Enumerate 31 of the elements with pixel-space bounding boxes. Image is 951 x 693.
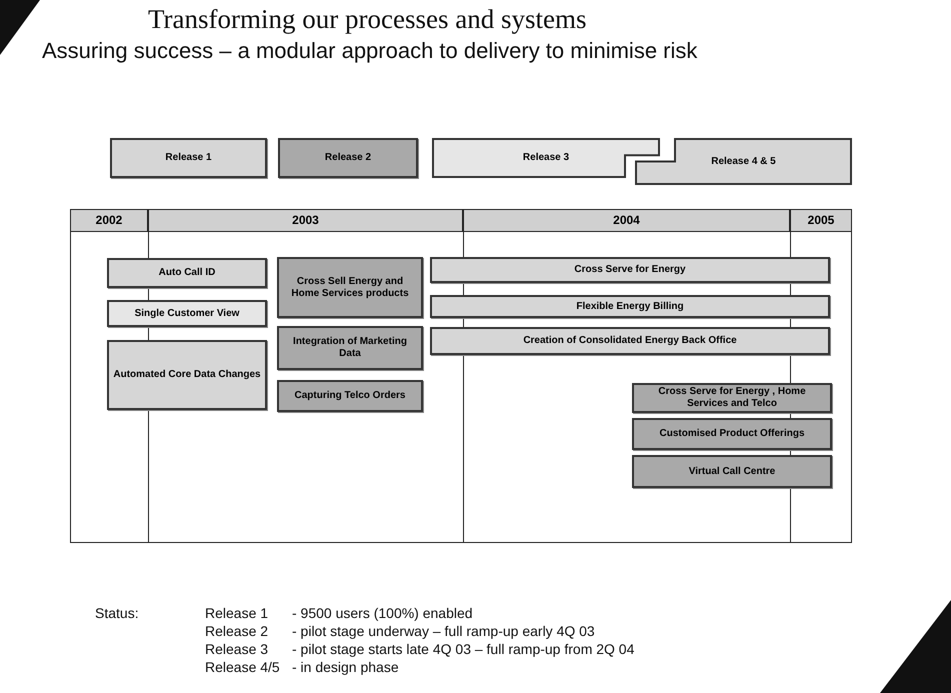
release-box: Release 4 & 5 <box>635 138 852 185</box>
release-name: Release 4/5 <box>205 659 280 675</box>
year-header: 2004 <box>463 209 790 232</box>
task-box: Capturing Telco Orders <box>277 380 423 412</box>
task-box: Auto Call ID <box>107 258 267 288</box>
task-box: Automated Core Data Changes <box>107 340 267 410</box>
year-header: 2002 <box>70 209 148 232</box>
year-header: 2005 <box>790 209 852 232</box>
status-note: - 9500 users (100%) enabled <box>292 605 473 621</box>
release-box: Release 3 <box>432 138 660 178</box>
status-note: - in design phase <box>292 659 399 675</box>
task-box: Customised Product Offerings <box>632 418 832 450</box>
release-name: Release 1 <box>205 605 268 621</box>
release-box: Release 2 <box>278 138 418 178</box>
task-box: Cross Sell Energy and Home Services products <box>277 257 423 318</box>
status-note: - pilot stage underway – full ramp-up early 4Q 03 <box>292 623 595 639</box>
slide-title: Transforming our processes and systems <box>148 4 586 35</box>
status-note: - pilot stage starts late 4Q 03 – full ramp-up from 2Q 04 <box>292 641 634 657</box>
task-box: Cross Serve for Energy <box>430 257 830 283</box>
task-box: Virtual Call Centre <box>632 455 832 488</box>
release-box: Release 1 <box>110 138 267 178</box>
task-box: Integration of Marketing Data <box>277 326 423 370</box>
release-name: Release 3 <box>205 641 268 657</box>
task-box: Flexible Energy Billing <box>430 295 830 318</box>
slide-subtitle: Assuring success – a modular approach to delivery to minimise risk <box>42 38 698 64</box>
task-box: Single Customer View <box>107 300 267 327</box>
status-heading: Status: <box>95 605 139 621</box>
year-header: 2003 <box>148 209 463 232</box>
release-name: Release 2 <box>205 623 268 639</box>
task-box: Cross Serve for Energy , Home Services and Telco <box>632 383 832 413</box>
task-box: Creation of Consolidated Energy Back Office <box>430 327 830 355</box>
